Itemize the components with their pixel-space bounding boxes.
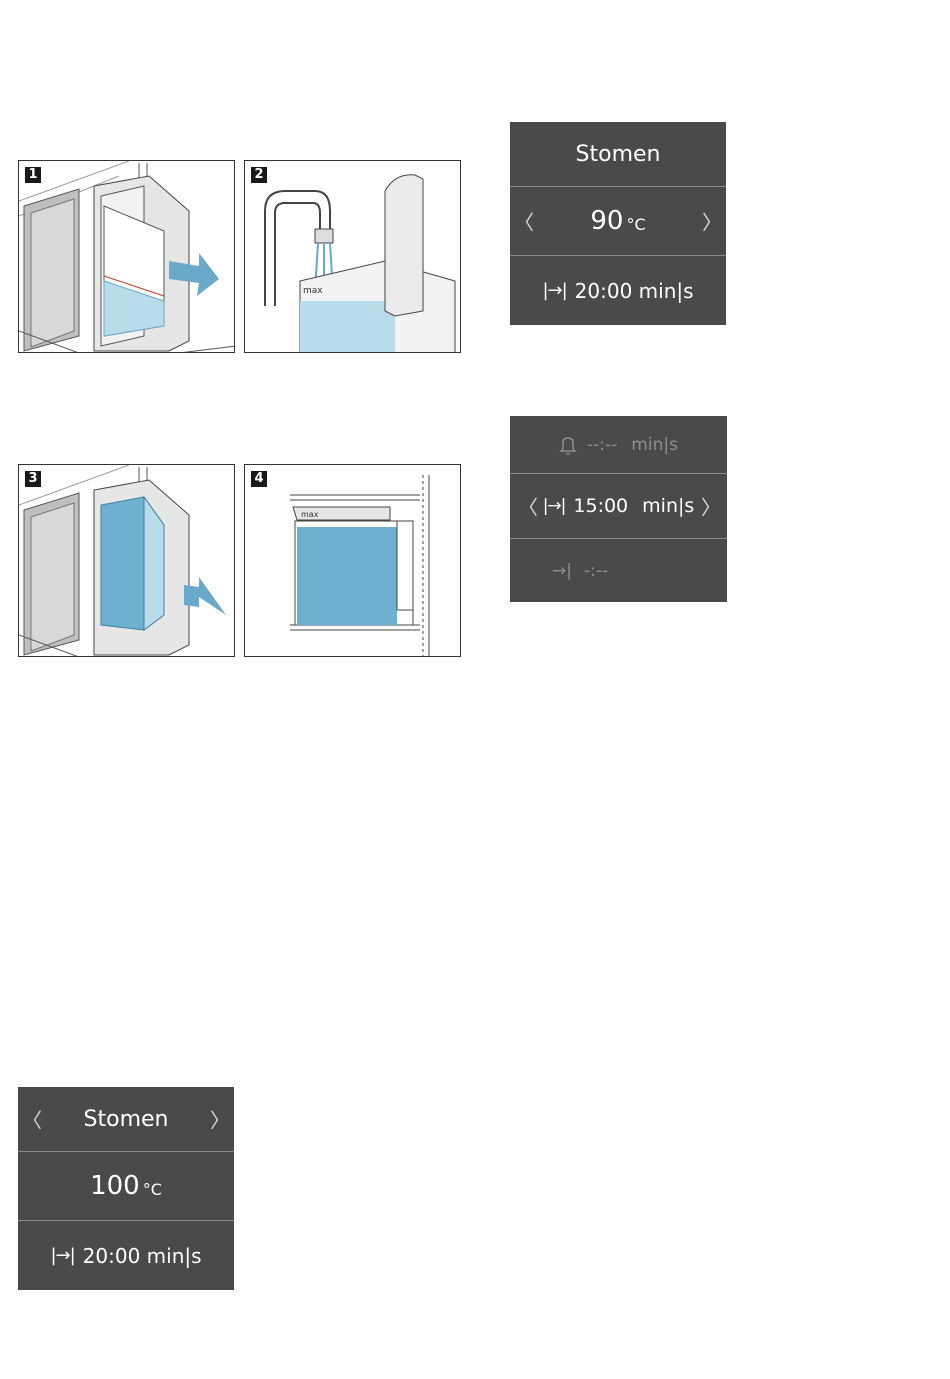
max-mark: max bbox=[303, 286, 323, 296]
insert-tank-illustration bbox=[19, 465, 235, 657]
step-badge-2: 2 bbox=[251, 167, 267, 183]
duration-icon: |→| bbox=[50, 1245, 74, 1266]
temperature-row[interactable]: 〈 90 °C 〉 bbox=[510, 187, 726, 255]
end-time-row[interactable]: →| -:-- bbox=[510, 539, 727, 602]
temperature-row[interactable]: 100 °C bbox=[18, 1152, 234, 1220]
mode-row[interactable]: 〈 Stomen 〉 bbox=[18, 1087, 234, 1151]
duration-value: 15:00 bbox=[573, 495, 628, 517]
timer-row[interactable]: --:-- min|s bbox=[510, 416, 727, 473]
duration-row[interactable]: 〈 |→| 15:00 min|s 〉 bbox=[510, 474, 727, 538]
chevron-left-icon[interactable]: 〈 bbox=[22, 1105, 42, 1134]
step-badge-3: 3 bbox=[25, 471, 41, 487]
chevron-left-icon[interactable]: 〈 bbox=[514, 207, 534, 236]
remove-tank-illustration bbox=[19, 161, 235, 353]
timer-unit: min|s bbox=[631, 435, 678, 455]
figure-remove-tank: 1 bbox=[18, 160, 235, 353]
mode-label: Stomen bbox=[84, 1107, 169, 1132]
display-panel-steam-90: Stomen 〈 90 °C 〉 |→| 20:00 min|s bbox=[510, 122, 726, 325]
temperature-value: 100 bbox=[90, 1171, 140, 1201]
figure-fill-tank: max 2 bbox=[244, 160, 461, 353]
step-badge-4: 4 bbox=[251, 471, 267, 487]
max-mark: max bbox=[301, 510, 319, 519]
mode-label: Stomen bbox=[576, 142, 661, 167]
end-time-value: -:-- bbox=[584, 561, 608, 581]
end-time-icon: →| bbox=[552, 561, 572, 581]
chevron-left-icon[interactable]: 〈 bbox=[518, 492, 538, 521]
step-badge-1: 1 bbox=[25, 167, 41, 183]
chevron-right-icon[interactable]: 〉 bbox=[701, 492, 721, 521]
temperature-unit: °C bbox=[143, 1180, 162, 1199]
bell-icon bbox=[559, 435, 577, 455]
duration-value: 20:00 min|s bbox=[575, 279, 694, 303]
figure-insert-tank: 3 bbox=[18, 464, 235, 657]
duration-row[interactable]: |→| 20:00 min|s bbox=[510, 256, 726, 325]
duration-value: 20:00 min|s bbox=[83, 1244, 202, 1268]
chevron-right-icon[interactable]: 〉 bbox=[210, 1105, 230, 1134]
display-panel-steam-100: 〈 Stomen 〉 100 °C |→| 20:00 min|s bbox=[18, 1087, 234, 1290]
duration-unit: min|s bbox=[642, 495, 694, 517]
temperature-value: 90 bbox=[590, 206, 623, 236]
figure-tank-full: max 4 bbox=[244, 464, 461, 657]
fill-tank-illustration: max bbox=[245, 161, 461, 353]
tank-full-illustration: max bbox=[245, 465, 461, 657]
duration-icon: |→| bbox=[543, 496, 566, 516]
duration-row[interactable]: |→| 20:00 min|s bbox=[18, 1221, 234, 1290]
duration-icon: |→| bbox=[542, 280, 566, 301]
chevron-right-icon[interactable]: 〉 bbox=[702, 207, 722, 236]
mode-row[interactable]: Stomen bbox=[510, 122, 726, 186]
temperature-unit: °C bbox=[626, 215, 645, 234]
display-panel-timers: --:-- min|s 〈 |→| 15:00 min|s 〉 →| -:-- bbox=[510, 416, 727, 602]
timer-value: --:-- bbox=[587, 435, 617, 455]
